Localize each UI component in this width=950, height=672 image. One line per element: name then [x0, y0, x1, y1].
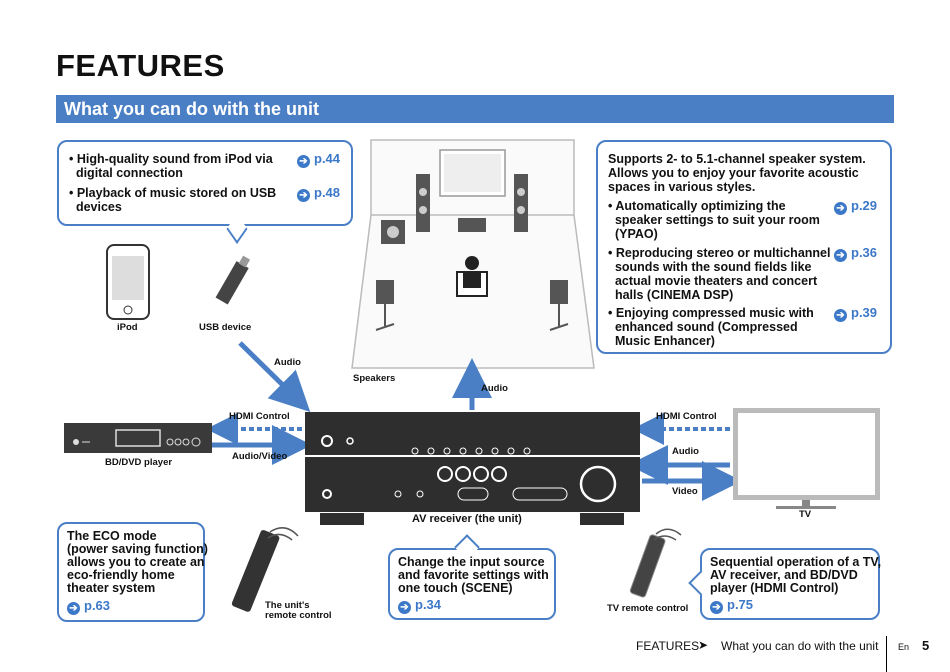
- center-speaker-icon: [458, 218, 486, 232]
- tv-audio-label: Audio: [672, 446, 699, 457]
- speakers-label: Speakers: [353, 373, 396, 384]
- receiver-label: AV receiver (the unit): [412, 513, 522, 525]
- front-left-speaker-icon: [416, 174, 430, 232]
- hdmi-control-feature-box: Sequential operation of a TV, AV receive…: [700, 548, 882, 620]
- footer-arrow-icon: ➤: [698, 638, 709, 652]
- hdmi-control-right-label: HDMI Control: [656, 411, 717, 422]
- surround-left-speaker-icon: [375, 280, 395, 331]
- audio-video-label: Audio/Video: [232, 451, 288, 462]
- page-number: 5: [922, 638, 930, 653]
- tv-remote-icon: [629, 534, 666, 598]
- eco-page-ref[interactable]: ➔p.63: [67, 599, 110, 615]
- usb-feature-text: • Playback of music stored on USB device…: [69, 186, 277, 214]
- surround-right-speaker-icon: [549, 280, 569, 331]
- tv-remote-label: TV remote control: [607, 603, 689, 614]
- ipod-usb-feature-box: • High-quality sound from iPod via digit…: [57, 140, 353, 226]
- speaker-feature-box: Supports 2- to 5.1-channel speaker syste…: [596, 140, 892, 354]
- arrow-icon: ➔: [297, 189, 310, 202]
- signal-icon: [653, 535, 677, 541]
- enhancer-page-ref[interactable]: ➔p.39: [834, 306, 877, 322]
- usb-device-icon: [215, 255, 251, 305]
- footer-section: FEATURES: [636, 639, 700, 653]
- cinema-dsp-feature-text: • Reproducing stereo or multichannel sou…: [608, 246, 831, 302]
- footer-subsection: What you can do with the unit: [721, 639, 879, 653]
- listener-icon: [456, 256, 488, 297]
- speaker-room-illustration: [351, 139, 595, 369]
- bd-dvd-player-label: BD/DVD player: [105, 457, 173, 468]
- tv-icon: [733, 408, 880, 509]
- arrow-icon: ➔: [834, 249, 847, 262]
- eco-feature-text: The ECO mode (power saving function) all…: [67, 529, 208, 595]
- usb-device-label: USB device: [199, 322, 252, 333]
- eco-feature-box: The ECO mode (power saving function) all…: [57, 522, 208, 622]
- arrow-icon: ➔: [398, 601, 411, 614]
- signal-icon: [267, 533, 293, 541]
- footer-language: En: [898, 642, 910, 652]
- av-receiver-icon: [305, 412, 640, 525]
- usb-page-ref[interactable]: ➔p.48: [297, 186, 340, 202]
- unit-remote-icon: [231, 530, 280, 612]
- scene-feature-box: Change the input source and favorite set…: [388, 548, 556, 620]
- arrow-icon: ➔: [834, 202, 847, 215]
- speaker-intro-text: Supports 2- to 5.1-channel speaker syste…: [608, 152, 866, 194]
- ipod-icon: [106, 244, 150, 320]
- scene-feature-text: Change the input source and favorite set…: [398, 555, 549, 595]
- ypao-feature-text: • Automatically optimizing the speaker s…: [608, 199, 820, 241]
- scene-page-ref[interactable]: ➔p.34: [398, 598, 441, 614]
- usb-audio-arrow: [238, 341, 311, 413]
- unit-remote-label: The unit's remote control: [265, 600, 332, 621]
- ypao-page-ref[interactable]: ➔p.29: [834, 199, 877, 215]
- cinema-dsp-page-ref[interactable]: ➔p.36: [834, 246, 877, 262]
- usb-audio-label: Audio: [274, 357, 301, 368]
- arrow-icon: ➔: [710, 601, 723, 614]
- ipod-label: iPod: [117, 322, 138, 333]
- page-title: FEATURES: [56, 48, 225, 83]
- footer-divider: [886, 636, 887, 672]
- hdmi-control-page-ref[interactable]: ➔p.75: [710, 598, 753, 614]
- arrow-icon: ➔: [297, 155, 310, 168]
- tv-video-label: Video: [672, 486, 698, 497]
- tv-label: TV: [799, 509, 812, 520]
- ipod-page-ref[interactable]: ➔p.44: [297, 152, 340, 168]
- section-banner: What you can do with the unit: [56, 95, 894, 123]
- front-right-speaker-icon: [514, 174, 528, 232]
- arrow-icon: ➔: [834, 309, 847, 322]
- speaker-audio-label: Audio: [481, 383, 508, 394]
- bd-dvd-player-icon: [64, 423, 212, 453]
- hdmi-control-feature-text: Sequential operation of a TV, AV receive…: [710, 555, 882, 595]
- enhancer-feature-text: • Enjoying compressed music with enhance…: [608, 306, 814, 348]
- arrow-icon: ➔: [67, 602, 80, 615]
- hdmi-control-left-label: HDMI Control: [229, 411, 290, 422]
- ipod-feature-text: • High-quality sound from iPod via digit…: [69, 152, 273, 180]
